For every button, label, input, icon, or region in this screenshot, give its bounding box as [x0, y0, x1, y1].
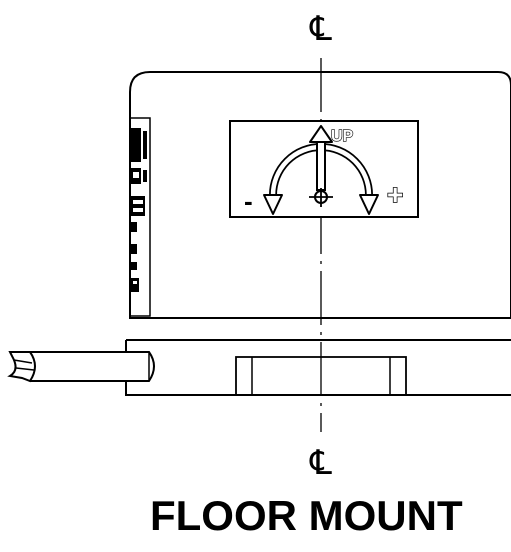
side-bracket-markings [131, 128, 147, 292]
base-recess [235, 356, 407, 396]
cable [7, 351, 155, 383]
side-bracket [129, 117, 151, 317]
arrow-right-icon [359, 194, 379, 215]
label-plus: + [387, 179, 403, 210]
label-minus: - [244, 186, 253, 216]
centerline-symbol-top: ℄ [309, 9, 332, 49]
arrow-up-icon [309, 125, 333, 191]
center-target-icon [309, 188, 333, 207]
centerline-symbol-bottom: ℄ [309, 443, 332, 483]
housing-outline [129, 71, 511, 319]
arrow-left-icon [263, 194, 283, 215]
base-plate [125, 339, 511, 396]
caption-title: FLOOR MOUNT [150, 492, 463, 539]
label-up: UP [331, 128, 354, 145]
